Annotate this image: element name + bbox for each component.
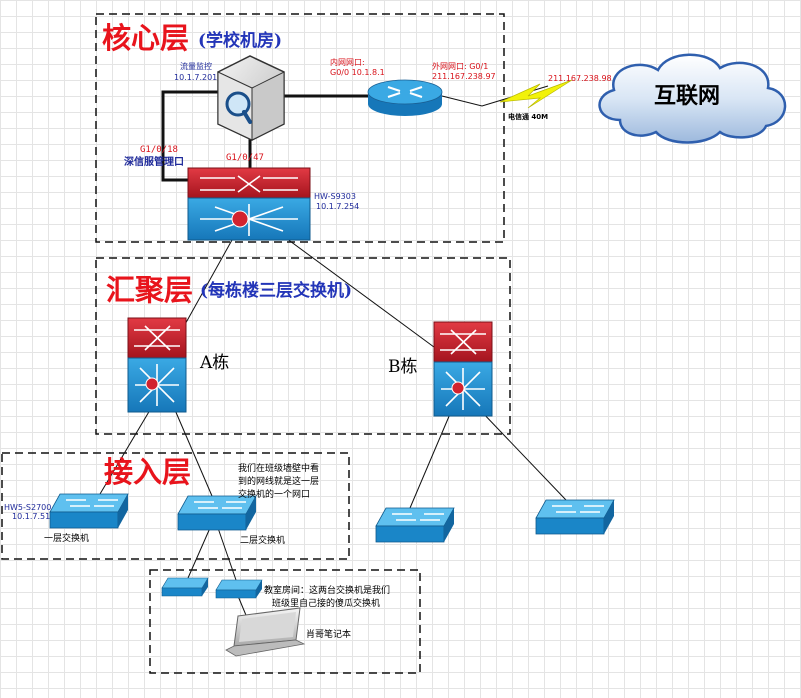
outer-port-label: 外网网口: G0/1 <box>432 62 489 71</box>
laptop-label: 肖哥笔记本 <box>306 630 352 640</box>
access-switch-floor1-icon <box>49 493 129 529</box>
internet-cloud-icon <box>598 53 787 144</box>
aggregation-layer-subtitle: (每栋楼三层交换机) <box>200 281 353 301</box>
access-switch-b1-icon <box>375 507 455 543</box>
building-b-label: B栋 <box>388 357 418 377</box>
aggregation-layer-title: 汇聚层 <box>106 273 194 307</box>
link-aggb-sw1 <box>409 413 451 509</box>
link-monitor-mgmt <box>161 90 218 182</box>
sangfor-mgmt-label: 深信服管理口 <box>124 157 184 168</box>
classroom-box <box>149 569 421 674</box>
lightning-bolt-icon <box>499 79 573 109</box>
link-floor2-class2 <box>217 527 237 581</box>
core-layer-title: 核心层 <box>102 21 190 55</box>
wall-note-line1: 我们在班级墙壁中看 <box>238 464 320 474</box>
aggregation-layer-box <box>95 257 511 435</box>
classroom-note-line1: 教室房间：这两台交换机是我们 <box>264 586 391 596</box>
traffic-monitor-icon <box>217 55 285 141</box>
floor2-switch-label: 二层交换机 <box>240 536 286 546</box>
core-switch-model: HW-S9303 <box>314 192 356 201</box>
monitor-label: 流量监控 <box>180 62 212 71</box>
floor1-switch-label: 一层交换机 <box>44 534 90 544</box>
link-aggb-sw2 <box>479 409 567 501</box>
internet-label: 互联网 <box>654 84 721 109</box>
link-floor2-class1 <box>187 527 211 579</box>
access-layer-box <box>1 452 350 560</box>
port-g1-0-47: G1/0/47 <box>226 153 264 163</box>
core-switch-icon <box>187 167 311 241</box>
core-layer-box <box>95 13 505 243</box>
link-agga-floor1 <box>99 409 151 495</box>
wall-note-line3: 交换机的一个网口 <box>238 490 311 500</box>
connection-lines <box>99 229 567 621</box>
classroom-note-line2: 班级里自己接的傻瓜交换机 <box>272 599 381 609</box>
wall-note-line2: 到的网线就是这一层 <box>238 477 320 487</box>
outer-port-ip: 211.167.238.97 <box>432 72 496 81</box>
port-g1-0-18: G1/0/18 <box>140 145 178 155</box>
link-core-agg-b <box>274 229 439 351</box>
inner-port-ip: G0/0 10.1.8.1 <box>330 68 385 77</box>
inner-port-label: 内网网口: <box>330 58 365 67</box>
aggregation-switch-b-icon <box>433 321 493 417</box>
monitor-ip: 10.1.7.201 <box>174 73 218 82</box>
access-switch-b2-icon <box>535 499 615 535</box>
access-switch-ip: 10.1.7.51 <box>12 512 51 521</box>
router-icon <box>367 79 443 116</box>
classroom-switch-1-icon <box>161 577 209 597</box>
link-agga-floor2 <box>174 409 213 497</box>
isp-ip: 211.167.238.98 <box>548 74 612 83</box>
laptop-icon <box>225 607 306 657</box>
access-switch-model: HW5-S2700 <box>4 503 52 512</box>
building-a-label: A栋 <box>200 353 230 373</box>
access-switch-floor2-icon <box>177 495 257 531</box>
aggregation-switch-a-icon <box>127 317 187 413</box>
access-layer-title: 接入层 <box>104 455 192 489</box>
core-layer-subtitle: (学校机房) <box>198 31 283 51</box>
link-core-agg-a <box>182 239 233 329</box>
core-cables <box>161 90 368 182</box>
telecom-link-label: 电信通 40M <box>508 113 549 121</box>
classroom-switch-2-icon <box>215 579 263 599</box>
core-switch-ip: 10.1.7.254 <box>316 202 360 211</box>
